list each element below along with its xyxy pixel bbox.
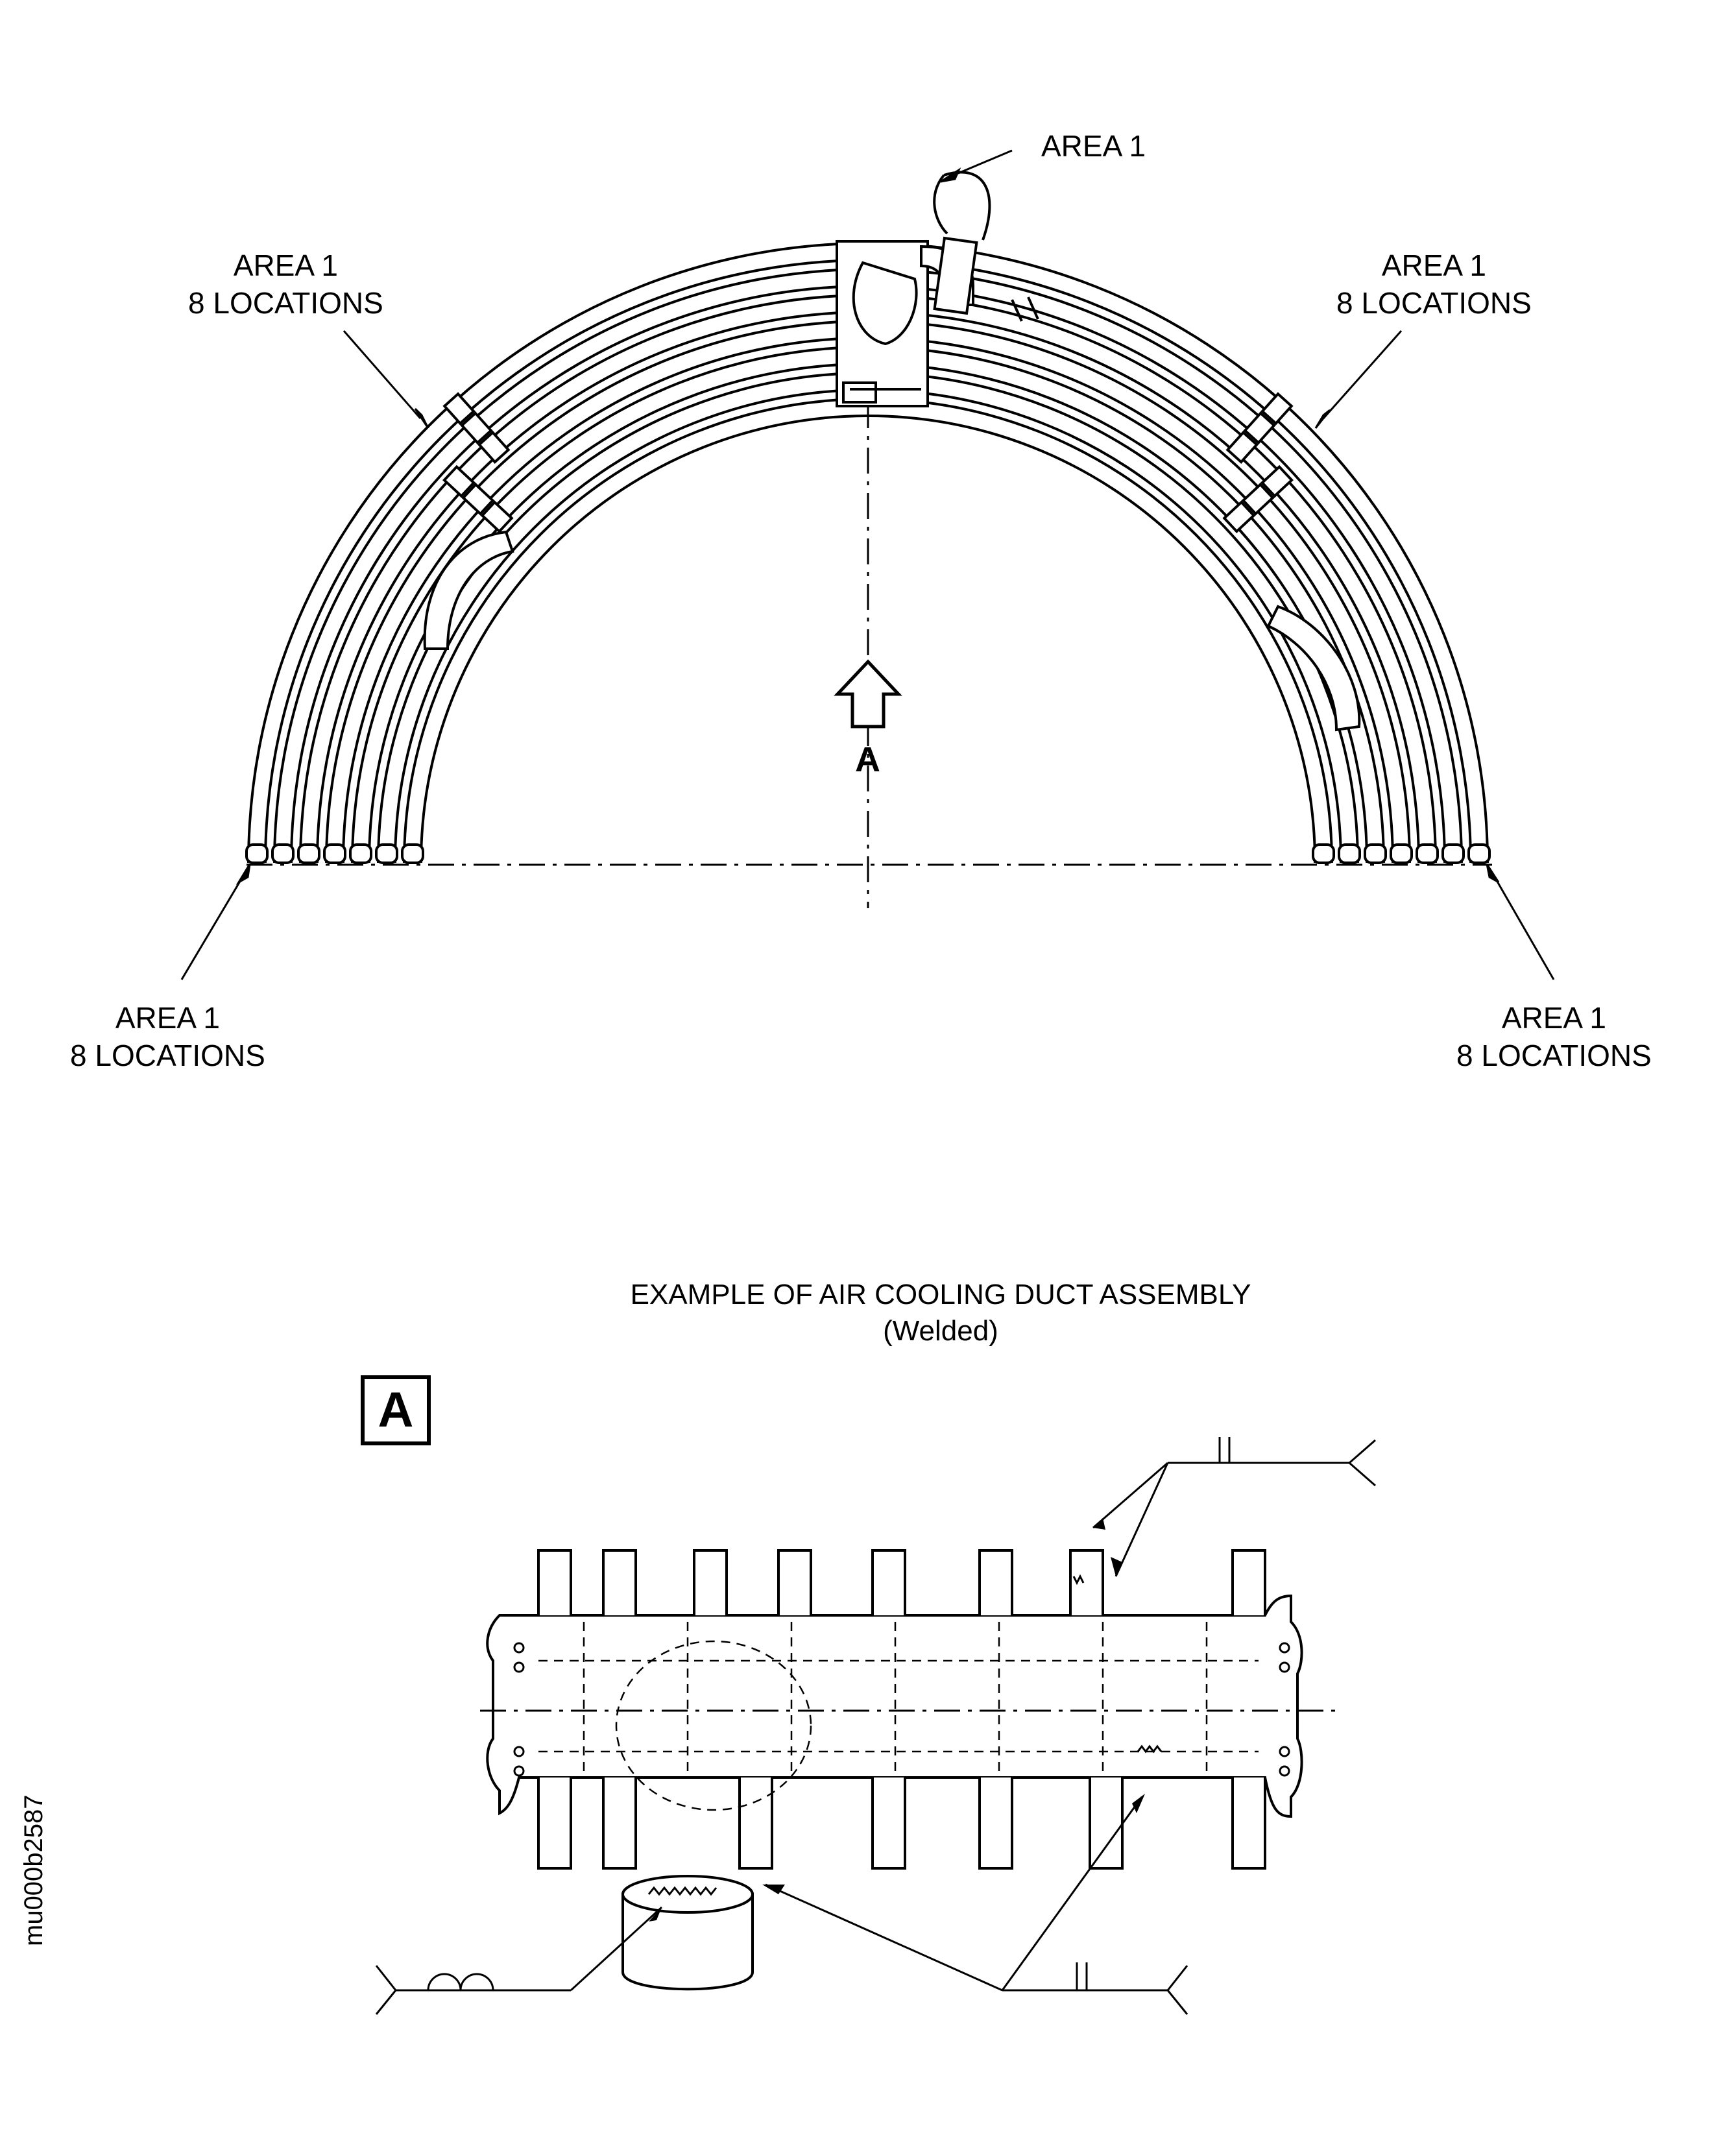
view-arrow-letter: A xyxy=(855,740,880,779)
duct-clamp xyxy=(442,464,476,498)
upper-finger xyxy=(777,1549,812,1615)
label-area1-upper-right: AREA 1 8 LOCATIONS xyxy=(1336,247,1532,322)
duct-end-cap xyxy=(375,843,398,864)
duct-clamp xyxy=(442,392,476,426)
detail-caption-title: EXAMPLE OF AIR COOLING DUCT ASSEMBLY xyxy=(630,1279,1251,1310)
label-lower-left-line1: AREA 1 xyxy=(115,1001,220,1035)
end-holes xyxy=(513,1642,1290,1777)
upper-finger xyxy=(1069,1549,1104,1615)
duct-end-cap xyxy=(349,843,372,864)
duct-end-cap xyxy=(323,843,346,864)
duct-end-cap xyxy=(1467,843,1491,864)
duct-clamp xyxy=(480,500,514,534)
upper-finger xyxy=(602,1549,637,1615)
lower-finger xyxy=(1089,1778,1124,1870)
view-arrow xyxy=(834,659,902,729)
label-lower-left-line2: 8 LOCATIONS xyxy=(70,1039,265,1072)
detail-view-box: A xyxy=(361,1375,431,1445)
duct-clamp xyxy=(477,430,511,464)
label-area1-top: AREA 1 xyxy=(1041,127,1146,165)
duct-end-cap xyxy=(1338,843,1361,864)
duct-end-cap xyxy=(271,843,295,864)
outlet-tube-rim xyxy=(621,1875,754,1914)
lower-finger xyxy=(978,1778,1013,1870)
lower-finger xyxy=(871,1778,906,1870)
duct-clamp xyxy=(1243,411,1276,445)
duct-end-cap xyxy=(401,843,424,864)
figure-id: mu000b2587 xyxy=(19,1794,48,1946)
label-upper-right-line1: AREA 1 xyxy=(1381,248,1486,282)
left-bend-piece xyxy=(423,530,514,650)
elbow-pipe xyxy=(920,171,991,315)
duct-end-cap xyxy=(1416,843,1439,864)
leader-lines xyxy=(180,149,1555,980)
label-upper-left-line2: 8 LOCATIONS xyxy=(188,286,383,320)
duct-clamp xyxy=(1225,430,1259,464)
detail-caption: EXAMPLE OF AIR COOLING DUCT ASSEMBLY (We… xyxy=(519,1277,1362,1349)
duct-end-cap xyxy=(245,843,269,864)
label-upper-left-line1: AREA 1 xyxy=(233,248,338,282)
duct-end-caps xyxy=(245,843,1491,864)
upper-fingers xyxy=(537,1549,1266,1615)
label-area1-upper-left: AREA 1 8 LOCATIONS xyxy=(188,247,383,322)
label-upper-right-line2: 8 LOCATIONS xyxy=(1336,286,1532,320)
label-lower-right-line1: AREA 1 xyxy=(1501,1001,1606,1035)
lower-finger xyxy=(537,1778,572,1870)
upper-finger xyxy=(978,1549,1013,1615)
label-area1-lower-right: AREA 1 8 LOCATIONS xyxy=(1456,999,1652,1074)
lower-finger xyxy=(1231,1778,1266,1870)
duct-clamp xyxy=(461,483,495,516)
duct-clamp xyxy=(460,411,493,445)
label-area1-lower-left: AREA 1 8 LOCATIONS xyxy=(70,999,265,1074)
upper-finger xyxy=(693,1549,728,1615)
duct-end-cap xyxy=(1390,843,1413,864)
detail-caption-subtitle: (Welded) xyxy=(883,1315,998,1347)
lower-finger xyxy=(602,1778,637,1870)
duct-end-cap xyxy=(297,843,320,864)
upper-finger xyxy=(1231,1549,1266,1615)
duct-end-cap xyxy=(1441,843,1465,864)
top-right-strap xyxy=(1011,296,1039,322)
duct-end-cap xyxy=(1364,843,1387,864)
upper-finger xyxy=(871,1549,906,1615)
weld-symbols xyxy=(375,1437,1376,2015)
weld-arrowheads xyxy=(649,1518,1145,1922)
label-area1-top-line1: AREA 1 xyxy=(1041,129,1146,163)
duct-end-cap xyxy=(1312,843,1335,864)
duct-clamp xyxy=(1260,464,1294,498)
duct-clamp xyxy=(1260,392,1294,426)
upper-finger xyxy=(537,1549,572,1615)
duct-clamp xyxy=(1241,483,1275,516)
label-lower-right-line2: 8 LOCATIONS xyxy=(1456,1039,1652,1072)
lower-fingers xyxy=(537,1778,1266,1870)
duct-clamp xyxy=(1222,500,1256,534)
right-bend-piece xyxy=(1266,605,1361,732)
lower-finger xyxy=(738,1778,773,1870)
top-manifold xyxy=(836,240,929,407)
weld-marks xyxy=(647,1574,1163,1896)
duct-clamps xyxy=(442,392,1294,534)
